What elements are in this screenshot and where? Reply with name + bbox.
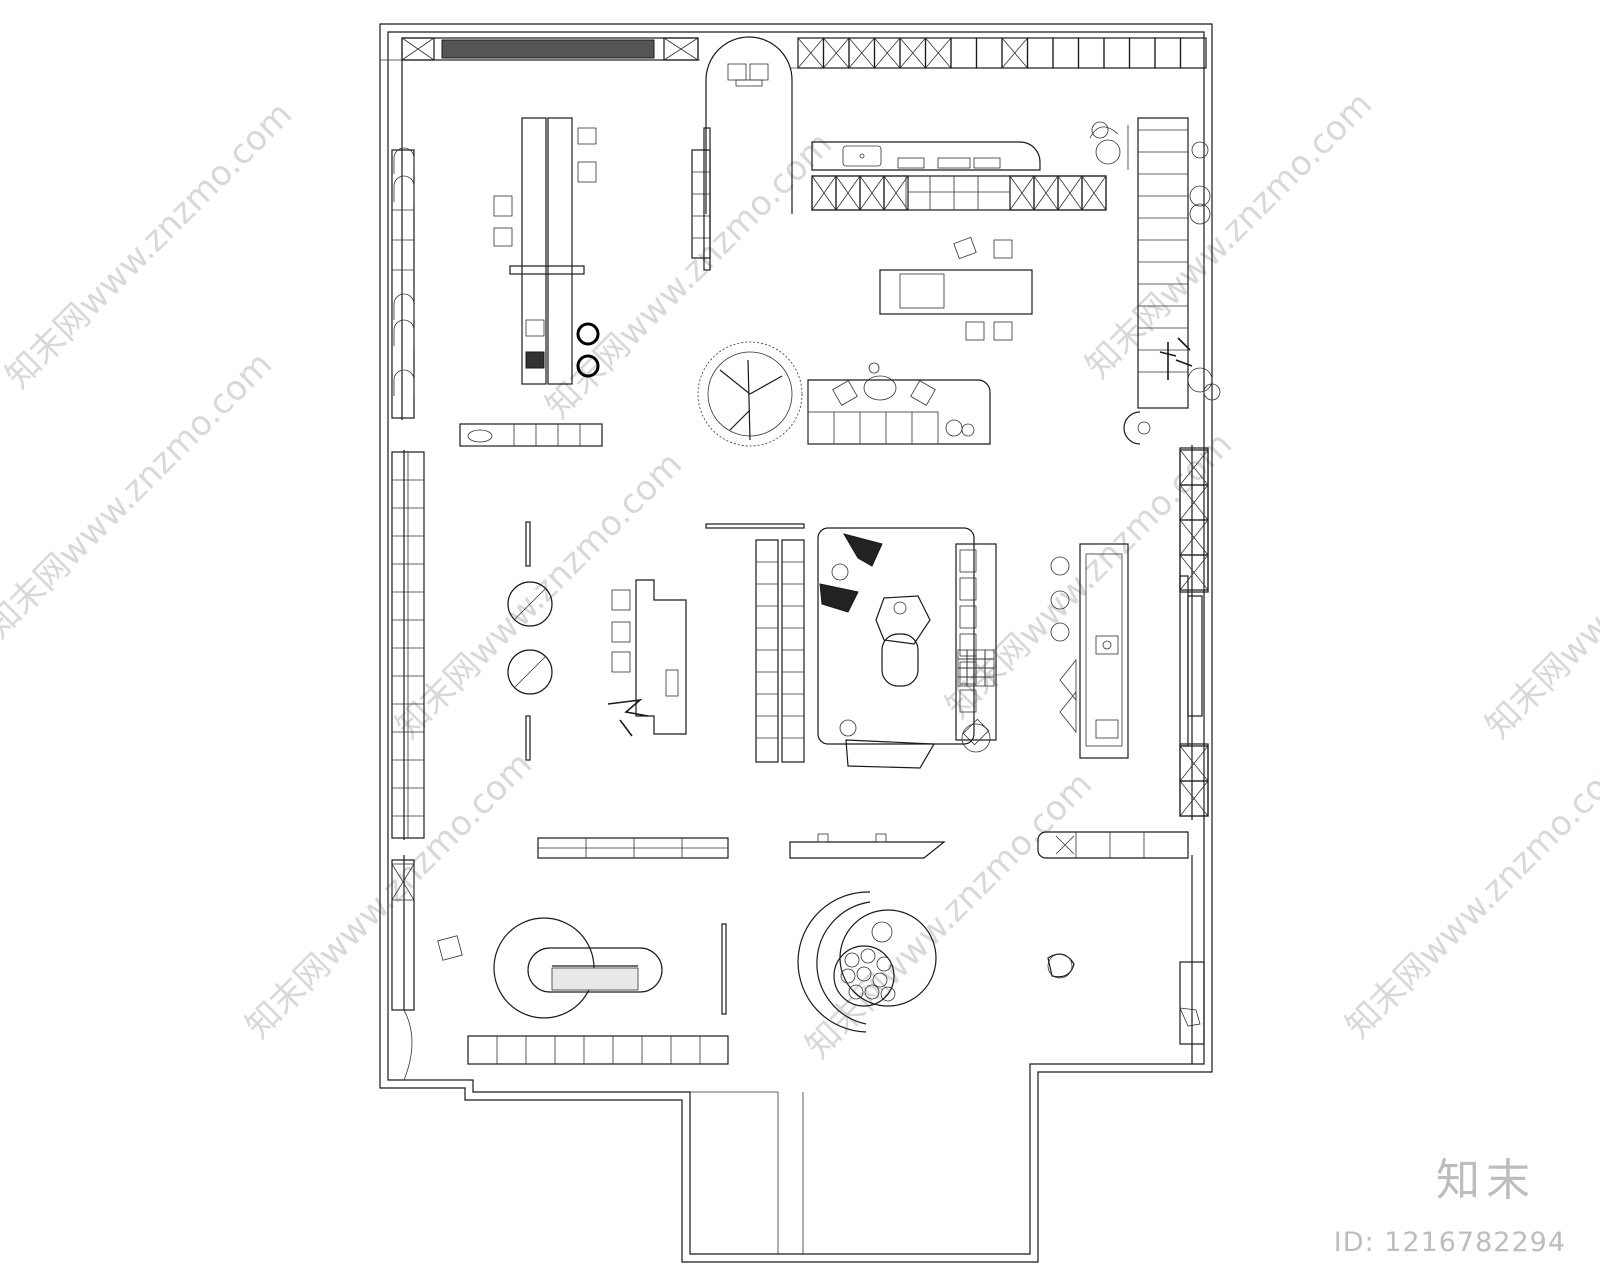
cabinet-door xyxy=(1026,37,1054,69)
staircase xyxy=(1123,117,1221,445)
watermark-text: 知末网www.znzmo.com xyxy=(538,124,840,426)
sofa-cushion xyxy=(959,605,977,629)
rug-tile xyxy=(957,658,968,669)
cabinet-door xyxy=(1081,175,1107,211)
dining-island xyxy=(879,236,1033,341)
sideboard xyxy=(459,423,603,447)
arch-window xyxy=(393,147,415,174)
arched-entry xyxy=(691,36,793,271)
lounge-bench xyxy=(807,362,991,445)
cabinet-door xyxy=(950,37,978,69)
cabinet-door xyxy=(1033,175,1059,211)
pouf-seat xyxy=(876,956,892,972)
cabinet-door xyxy=(975,37,1003,69)
round-sofa-area xyxy=(797,891,1075,1033)
sofa-cushion xyxy=(959,689,977,713)
watermark-text: 知末网www.znzmo.com xyxy=(1078,84,1380,386)
brand-logo: 知末 xyxy=(1436,1155,1536,1206)
arch-window xyxy=(393,293,415,320)
central-living-area xyxy=(817,527,997,769)
cabinet-door xyxy=(797,37,825,69)
cabinet-door xyxy=(1103,37,1131,69)
cabinet-door xyxy=(1052,37,1080,69)
cabinet-door xyxy=(873,37,901,69)
cabinet-door xyxy=(1057,175,1083,211)
cabinet-door xyxy=(1154,37,1182,69)
cabinet-door xyxy=(1179,554,1209,591)
long-island-bar xyxy=(493,117,600,385)
person-figure-icon xyxy=(1089,121,1129,170)
dining-table-center-left xyxy=(507,521,687,761)
watermark-text: 知末网www.znzmo.com xyxy=(798,764,1100,1066)
cabinet-door xyxy=(899,37,927,69)
watermark-text: 知末网www.znzmo.com xyxy=(1338,744,1600,1046)
pouf-seat xyxy=(880,986,896,1002)
bench-row xyxy=(537,831,1189,859)
cabinet-door xyxy=(1077,37,1105,69)
left-window-wall xyxy=(391,147,463,1081)
top-storage-cabinets xyxy=(401,37,1207,69)
watermark-layer: 知末网www.znzmo.com 知末网www.znzmo.com 知末网www… xyxy=(0,84,1600,1066)
rug-tile xyxy=(957,649,968,660)
sofa-cushion xyxy=(959,549,977,573)
sofa-cushion xyxy=(959,577,977,601)
cabinet-door xyxy=(1128,37,1156,69)
pouf-seat xyxy=(860,948,876,964)
right-kitchenette xyxy=(1050,447,1209,817)
tree-planter-icon xyxy=(697,341,803,447)
arch-window xyxy=(393,319,415,346)
cabinet-door xyxy=(822,37,850,69)
cabinet-door xyxy=(835,175,861,211)
pouf-seat xyxy=(844,952,860,968)
pouf-seat xyxy=(840,968,856,984)
pouf-seat xyxy=(856,966,872,982)
cabinet-door xyxy=(1179,37,1207,69)
image-id-label: ID: 1216782294 xyxy=(1333,1227,1566,1258)
cabinet-door xyxy=(811,175,837,211)
cabinet-door xyxy=(1009,175,1035,211)
rug-tile xyxy=(966,649,977,660)
watermark-text: 知末网www.znzmo.com xyxy=(238,744,540,1046)
sofa-cushion xyxy=(959,633,977,657)
bottom-storage xyxy=(404,1035,729,1081)
cabinet-door xyxy=(924,37,952,69)
bottom-right-cabinet xyxy=(1179,961,1205,1045)
arch-window xyxy=(393,369,415,396)
cabinet-door xyxy=(859,175,885,211)
rug-tile xyxy=(984,676,995,687)
cabinet-door xyxy=(883,175,909,211)
display-stage-left xyxy=(493,917,727,1019)
watermark-text: 知末网www.znzmo.com xyxy=(1478,444,1600,746)
watermark-text: 知末网www.znzmo.com xyxy=(0,344,280,646)
pouf-seat xyxy=(864,984,880,1000)
cabinet-door xyxy=(1001,37,1029,69)
kitchen-counter xyxy=(811,141,1107,211)
pouf-seat xyxy=(872,972,888,988)
central-shelving xyxy=(705,523,805,763)
watermark-text: 知末网www.znzmo.com xyxy=(938,424,1240,726)
arch-window xyxy=(393,175,415,202)
pouf-seat xyxy=(848,984,864,1000)
cabinet-door xyxy=(848,37,876,69)
